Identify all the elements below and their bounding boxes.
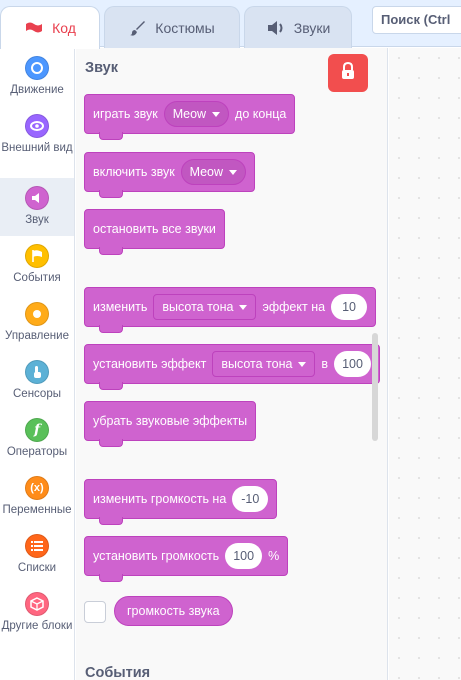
category-my-blocks[interactable]: Другие блоки <box>0 584 74 650</box>
section-title-events: События <box>85 665 151 680</box>
category-variables[interactable]: (x) Переменные <box>0 468 74 526</box>
tab-code[interactable]: Код <box>0 6 100 49</box>
cube-icon <box>25 592 49 616</box>
variable-icon: (x) <box>25 476 49 500</box>
caret-down-icon <box>212 111 221 117</box>
tab-costumes-label: Костюмы <box>155 19 215 36</box>
category-control[interactable]: Управление <box>0 294 74 352</box>
flag-icon <box>25 244 49 268</box>
search-input[interactable]: Поиск (Ctrl <box>372 6 461 34</box>
block-text: % <box>268 549 280 563</box>
category-label: Другие блоки <box>1 620 73 632</box>
number-input[interactable]: 100 <box>334 351 371 377</box>
function-icon: f <box>25 418 49 442</box>
dropdown-value: высота тона <box>221 357 293 371</box>
category-label: Внешний вид <box>1 142 73 154</box>
number-input[interactable]: 100 <box>225 543 263 569</box>
block-text: эффект на <box>262 300 326 314</box>
caret-down-icon <box>239 304 248 310</box>
dropdown-value: Meow <box>189 165 224 179</box>
block-text: играть звук <box>93 107 158 121</box>
editor-tab-bar: Код Костюмы Звуки Поиск (Ctrl <box>0 0 461 49</box>
block-text: изменить <box>93 300 148 314</box>
category-motion[interactable]: Движение <box>0 48 74 106</box>
category-label: События <box>13 272 61 284</box>
category-label: Списки <box>17 562 57 574</box>
category-label: Сенсоры <box>13 388 61 400</box>
lock-button[interactable] <box>328 54 368 92</box>
script-area[interactable] <box>389 48 461 680</box>
tab-code-label: Код <box>52 20 76 36</box>
block-change-effect[interactable]: изменить высота тона эффект на 10 <box>84 287 377 333</box>
sound-dropdown[interactable]: Meow <box>163 101 230 127</box>
tab-costumes[interactable]: Костюмы <box>104 6 240 48</box>
block-stop-all-sounds[interactable]: остановить все звуки <box>84 209 225 255</box>
control-category-icon <box>25 302 49 326</box>
category-sound[interactable]: Звук <box>0 178 74 236</box>
block-text: в <box>321 357 329 371</box>
dropdown-value: Meow <box>172 107 207 121</box>
palette-scrollbar[interactable] <box>372 333 378 441</box>
category-label: Движение <box>10 84 64 96</box>
caret-down-icon <box>229 169 238 175</box>
motion-category-icon <box>25 56 49 80</box>
block-clear-sound-effects[interactable]: убрать звуковые эффекты <box>84 401 257 447</box>
sound-dropdown[interactable]: Meow <box>180 159 247 185</box>
speaker-icon <box>266 20 286 36</box>
tab-sounds-label: Звуки <box>293 19 331 36</box>
block-set-effect[interactable]: установить эффект высота тона в 100 <box>84 344 380 390</box>
category-menu: Движение Внешний вид Звук События Управл… <box>0 48 75 680</box>
pointer-hand-icon <box>25 360 49 384</box>
category-lists[interactable]: Списки <box>0 526 74 584</box>
block-palette: Звук играть звук Meow до конца включить … <box>76 48 388 680</box>
category-events[interactable]: События <box>0 236 74 294</box>
block-set-volume[interactable]: установить громкость 100 % <box>84 536 289 582</box>
code-icon <box>24 21 44 35</box>
block-text: установить эффект <box>93 357 207 371</box>
brush-icon <box>129 19 147 37</box>
effect-dropdown[interactable]: высота тона <box>153 294 257 320</box>
block-change-volume[interactable]: изменить громкость на -10 <box>84 479 278 525</box>
block-play-sound-until-done[interactable]: играть звук Meow до конца <box>84 94 296 140</box>
category-label: Операторы <box>6 446 68 458</box>
volume-monitor-checkbox[interactable] <box>84 601 106 623</box>
category-sensing[interactable]: Сенсоры <box>0 352 74 410</box>
block-text: убрать звуковые эффекты <box>93 414 248 428</box>
block-volume-reporter[interactable]: громкость звука <box>114 596 233 626</box>
number-input[interactable]: 10 <box>331 294 368 320</box>
caret-down-icon <box>298 361 307 367</box>
category-looks[interactable]: Внешний вид <box>0 106 74 172</box>
category-label: Переменные <box>2 504 72 516</box>
number-input[interactable]: -10 <box>232 486 269 512</box>
sound-category-icon <box>25 186 49 210</box>
block-text: остановить все звуки <box>93 222 216 236</box>
block-text: включить звук <box>93 165 175 179</box>
category-label: Управление <box>5 330 69 342</box>
category-label: Звук <box>25 214 49 226</box>
effect-dropdown[interactable]: высота тона <box>212 351 316 377</box>
list-icon <box>25 534 49 558</box>
looks-category-icon <box>25 114 49 138</box>
tab-sounds[interactable]: Звуки <box>244 6 352 48</box>
category-operators[interactable]: f Операторы <box>0 410 74 468</box>
block-text: установить громкость <box>93 549 220 563</box>
dropdown-value: высота тона <box>162 300 234 314</box>
block-text: изменить громкость на <box>93 492 227 506</box>
block-text: громкость звука <box>127 604 220 618</box>
block-start-sound[interactable]: включить звук Meow <box>84 152 256 198</box>
block-text: до конца <box>235 107 287 121</box>
section-title-sound: Звук <box>85 60 118 76</box>
lock-icon <box>340 61 356 85</box>
